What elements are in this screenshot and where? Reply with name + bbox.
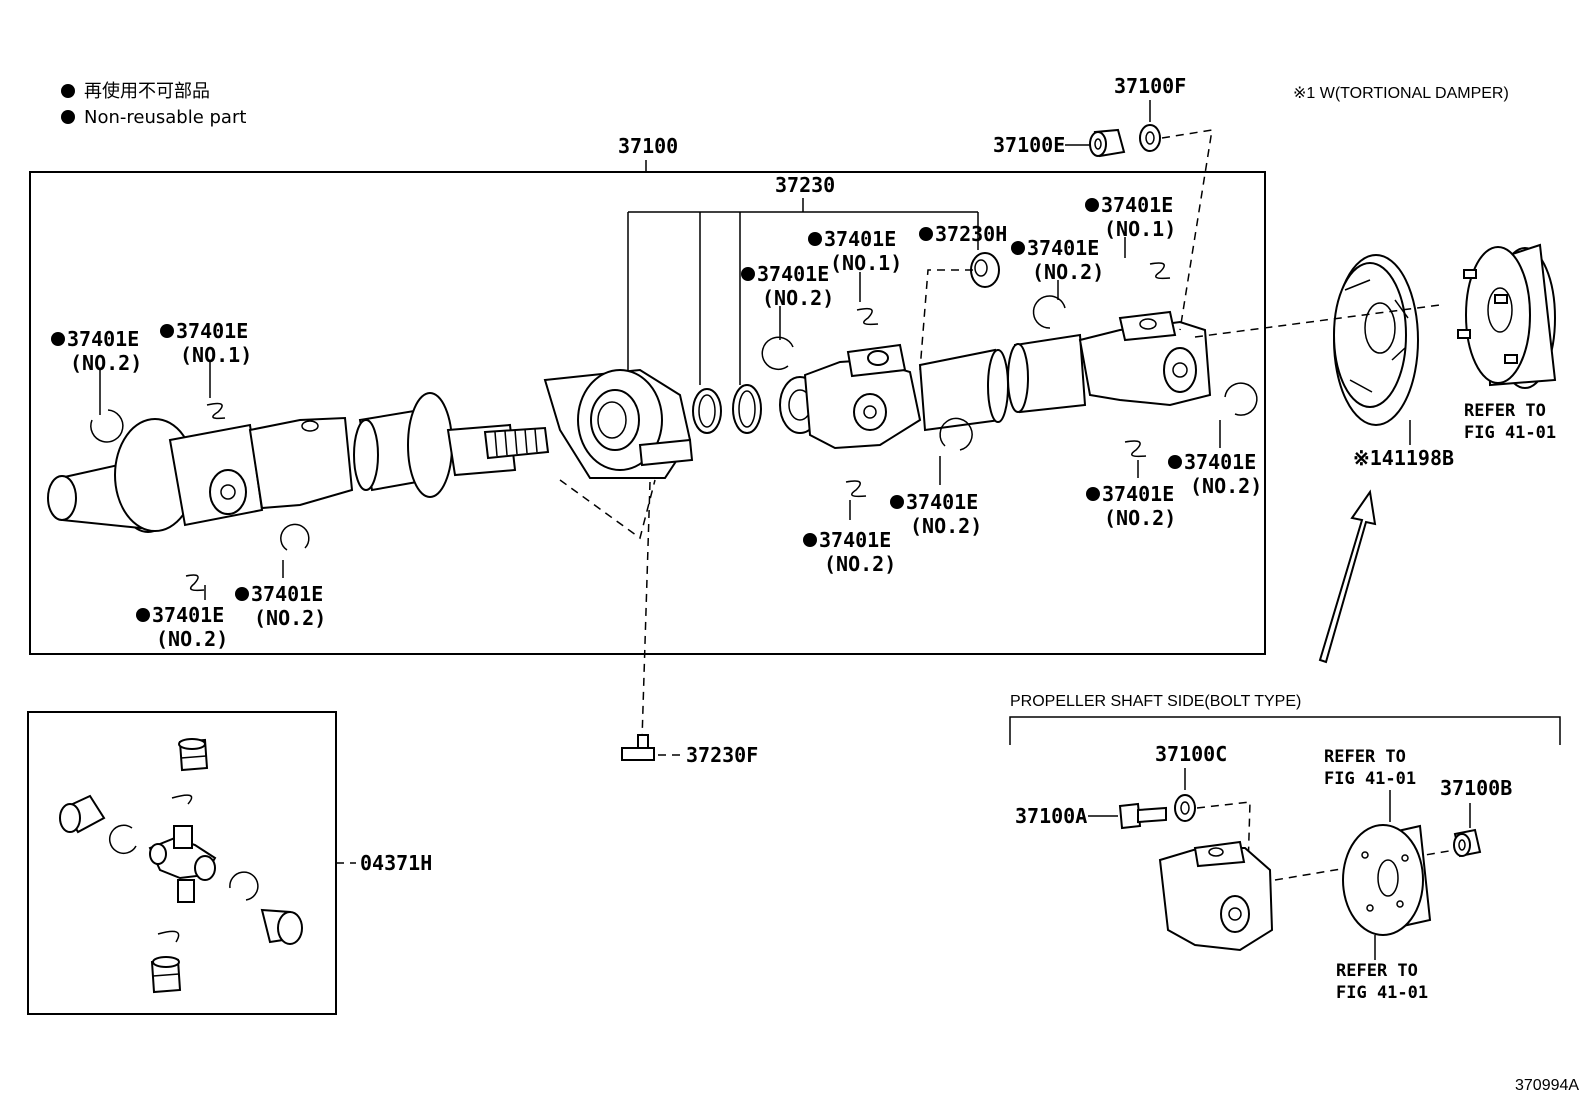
label-37401e-no2-b: 37401E (NO.2) xyxy=(235,582,326,630)
figure-id: 370994A xyxy=(1515,1077,1579,1094)
label-37230h: 37230H xyxy=(919,222,1007,246)
svg-text:(NO.1): (NO.1) xyxy=(830,251,902,275)
part-37230h xyxy=(970,252,1000,288)
label-37230f: 37230F xyxy=(686,743,758,767)
svg-text:37401E: 37401E xyxy=(757,262,829,286)
label-37100e: 37100E xyxy=(993,133,1065,157)
svg-text:37401E: 37401E xyxy=(251,582,323,606)
left-tube xyxy=(353,392,550,498)
ring-seal xyxy=(692,388,722,434)
assembly-frame xyxy=(29,171,1266,655)
legend-japanese: 再使用不可部品 xyxy=(84,81,210,102)
center-yoke xyxy=(779,343,922,450)
ujoint-kit xyxy=(59,738,303,994)
part-37100b-nut xyxy=(1453,828,1482,858)
svg-text:(NO.2): (NO.2) xyxy=(156,627,228,651)
svg-text:(NO.2): (NO.2) xyxy=(1032,260,1104,284)
svg-text:(NO.1): (NO.1) xyxy=(180,343,252,367)
part-37100c-washer xyxy=(1174,794,1196,822)
refer-fig-label: FIG 41-01 xyxy=(1324,769,1416,789)
label-37100: 37100 xyxy=(618,134,678,158)
svg-text:(NO.2): (NO.2) xyxy=(254,606,326,630)
label-37401e-no1-c: 37401E (NO.1) xyxy=(1085,193,1176,241)
arrow-icon xyxy=(1318,489,1377,664)
svg-text:37401E: 37401E xyxy=(152,603,224,627)
flange-right xyxy=(1457,243,1557,389)
bolt-type-header: PROPELLER SHAFT SIDE(BOLT TYPE) xyxy=(1010,693,1301,710)
svg-text:37401E: 37401E xyxy=(1184,450,1256,474)
part-37100e-nut xyxy=(1089,128,1126,158)
svg-text:(NO.1): (NO.1) xyxy=(1104,217,1176,241)
svg-text:37401E: 37401E xyxy=(819,528,891,552)
refer-to-label: REFER TO xyxy=(1336,961,1418,981)
torsional-damper xyxy=(1333,254,1419,426)
flange-bolt-type xyxy=(1342,824,1432,936)
label-37100b: 37100B xyxy=(1440,776,1512,800)
center-tube xyxy=(918,333,1087,432)
refer-fig-label: FIG 41-01 xyxy=(1464,423,1556,443)
refer-fig-label: FIG 41-01 xyxy=(1336,983,1428,1003)
label-37100a: 37100A xyxy=(1015,804,1087,828)
part-37100f-washer xyxy=(1139,124,1161,152)
svg-text:(NO.2): (NO.2) xyxy=(1190,474,1262,498)
label-37401e-no2-h: 37401E (NO.2) xyxy=(1086,482,1176,530)
label-37100f: 37100F xyxy=(1114,74,1186,98)
svg-text:37401E: 37401E xyxy=(824,227,896,251)
label-37401e-no2-c: 37401E (NO.2) xyxy=(136,603,228,651)
label-37401e-no2-i: 37401E (NO.2) xyxy=(1168,450,1262,498)
bolt-type-bracket xyxy=(1009,716,1561,745)
label-37401e-no2-g: 37401E (NO.2) xyxy=(803,528,896,576)
svg-text:(NO.2): (NO.2) xyxy=(70,351,142,375)
label-37401e-no2-a: 37401E (NO.2) xyxy=(51,327,142,375)
label-37230: 37230 xyxy=(775,173,835,197)
label-37401e-no2-f: 37401E (NO.2) xyxy=(890,490,982,538)
center-bearing xyxy=(543,368,694,479)
svg-text:37401E: 37401E xyxy=(1101,193,1173,217)
svg-text:(NO.2): (NO.2) xyxy=(910,514,982,538)
svg-text:(NO.2): (NO.2) xyxy=(1104,506,1176,530)
refer-to-label: REFER TO xyxy=(1464,401,1546,421)
svg-text:(NO.2): (NO.2) xyxy=(824,552,896,576)
part-37230f-bolt xyxy=(621,734,655,761)
label-37401e-no1-a: 37401E (NO.1) xyxy=(160,319,252,367)
right-yoke xyxy=(1078,310,1212,407)
label-41198b: ※141198B xyxy=(1353,446,1454,470)
refer-to-label: REFER TO xyxy=(1324,747,1406,767)
damper-note: ※1 W(TORTIONAL DAMPER) xyxy=(1293,85,1509,102)
legend-bullet xyxy=(61,110,75,124)
svg-text:37401E: 37401E xyxy=(1027,236,1099,260)
left-slip-yoke xyxy=(47,416,354,533)
svg-text:37230H: 37230H xyxy=(935,222,1007,246)
svg-text:37401E: 37401E xyxy=(176,319,248,343)
legend-english: Non-reusable part xyxy=(84,107,246,128)
label-04371h: 04371H xyxy=(360,851,432,875)
svg-text:37401E: 37401E xyxy=(1102,482,1174,506)
svg-text:37401E: 37401E xyxy=(906,490,978,514)
part-37100a-bolt xyxy=(1118,802,1167,830)
label-37401e-no2-e: 37401E (NO.2) xyxy=(1011,236,1104,284)
bolt-type-yoke xyxy=(1158,840,1274,952)
snap-rings xyxy=(90,262,1258,592)
legend-bullet xyxy=(61,84,75,98)
svg-text:(NO.2): (NO.2) xyxy=(762,286,834,310)
label-37100c: 37100C xyxy=(1155,742,1227,766)
label-37401e-no1-b: 37401E (NO.1) xyxy=(808,227,902,275)
label-37401e-no2-d: 37401E (NO.2) xyxy=(741,262,834,310)
ring-seal xyxy=(732,384,762,434)
svg-text:37401E: 37401E xyxy=(67,327,139,351)
